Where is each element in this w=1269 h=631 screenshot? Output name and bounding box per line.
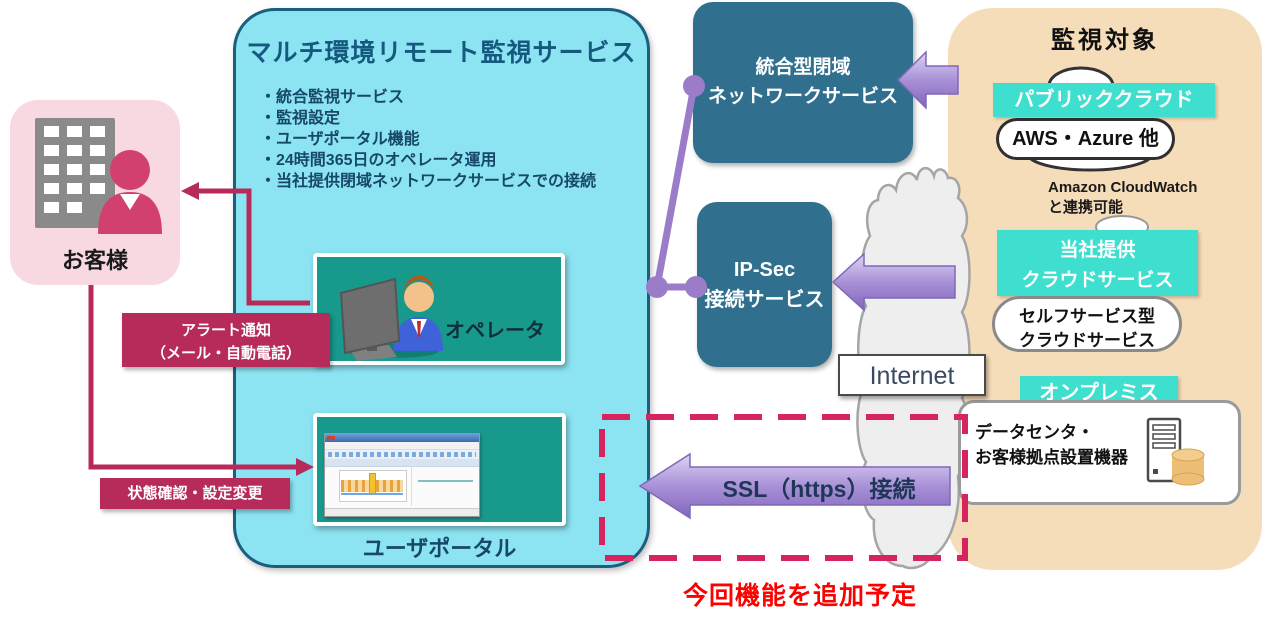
feature-item: ・ユーザポータル機能	[260, 131, 420, 148]
monitor-icon	[339, 277, 401, 361]
screenshot-menubar	[325, 442, 479, 450]
alert-label: アラート通知 （メール・自動電話）	[122, 313, 330, 367]
ipsec-line1: IP-Sec	[733, 258, 796, 281]
customer-icon	[35, 118, 162, 234]
screenshot-subheader	[325, 459, 479, 467]
operator-person	[393, 275, 443, 351]
cloudwatch-note-line2: と連携可能	[1048, 199, 1124, 217]
block-arrow-ipsec	[831, 252, 956, 312]
on-premise-line2: お客様拠点設置機器	[975, 447, 1128, 467]
cloudwatch-note-line1: Amazon CloudWatch	[1048, 179, 1198, 196]
on-premise-label: データセンタ・ お客様拠点設置機器	[975, 421, 1128, 470]
screenshot-logo	[327, 436, 335, 440]
screenshot-statusbar	[325, 508, 479, 516]
feature-item: ・当社提供閉域ネットワークサービスでの接続	[260, 173, 597, 190]
self-service-line1: セルフサービス型	[1019, 307, 1155, 326]
monitoring-service-box: マルチ環境リモート監視サービス ・統合監視サービス ・監視設定 ・ユーザポータル…	[233, 8, 650, 568]
closed-network-service-box: 統合型閉域 ネットワークサービス	[693, 2, 913, 163]
operator-box: オペレータ	[313, 253, 565, 365]
cloudwatch-note: Amazon CloudWatch と連携可能	[1048, 178, 1248, 219]
screenshot-titlebar	[325, 434, 479, 442]
status-label: 状態確認・設定変更	[100, 478, 290, 509]
purple-connectors	[653, 85, 698, 291]
screenshot-right-pane	[412, 466, 478, 506]
monitoring-targets-title: 監視対象	[1051, 27, 1159, 54]
ssl-arrow-label: SSL（https）接続	[722, 476, 916, 502]
customer-label: お客様	[61, 248, 128, 273]
feature-list: ・統合監視サービス ・監視設定 ・ユーザポータル機能 ・24時間365日のオペレ…	[260, 87, 640, 192]
closed-network-line2: ネットワークサービス	[707, 85, 898, 107]
portal-label: ユーザポータル	[362, 536, 517, 561]
screenshot-left-pane	[325, 466, 412, 506]
portal-screenshot	[324, 433, 480, 517]
self-service-cloud-label: セルフサービス型 クラウドサービス	[992, 296, 1182, 352]
feature-item: ・24時間365日のオペレータ運用	[260, 152, 497, 169]
portal-box	[313, 413, 566, 526]
database-icon	[1171, 448, 1205, 486]
customer-box: お客様	[10, 100, 180, 285]
ipsec-line2: 接続サービス	[704, 288, 825, 311]
self-service-line2: クラウドサービス	[1019, 330, 1155, 350]
screenshot-toolbar	[325, 450, 479, 459]
building-icon	[35, 118, 115, 228]
internet-label: Internet	[838, 354, 986, 396]
closed-network-line1: 統合型閉域	[755, 57, 851, 78]
addition-annotation: 今回機能を追加予定	[682, 582, 917, 610]
company-cloud-banner-line1: 当社提供	[1059, 240, 1136, 261]
feature-item: ・監視設定	[260, 110, 341, 127]
monitoring-service-title: マルチ環境リモート監視サービス	[246, 39, 637, 67]
on-premise-line1: データセンタ・	[975, 423, 1094, 442]
alert-label-line2: （メール・自動電話）	[150, 345, 301, 363]
alert-label-line1: アラート通知	[180, 322, 271, 339]
company-cloud-banner-line2: クラウドサービス	[1021, 270, 1174, 292]
ipsec-service-box: IP-Sec 接続サービス	[697, 202, 832, 367]
operator-label: オペレータ	[445, 320, 545, 342]
aws-azure-label: AWS・Azure 他	[996, 118, 1175, 160]
feature-item: ・統合監視サービス	[260, 89, 405, 106]
public-cloud-banner: パブリッククラウド	[993, 83, 1215, 117]
person-icon	[98, 150, 162, 234]
screenshot-line-chart	[418, 480, 473, 482]
company-cloud-banner: 当社提供 クラウドサービス	[997, 230, 1198, 296]
on-premise-box: データセンタ・ お客様拠点設置機器	[958, 400, 1241, 505]
screenshot-bar-chart	[339, 470, 407, 502]
server-icon	[1146, 417, 1205, 486]
operator-icon	[339, 275, 443, 361]
